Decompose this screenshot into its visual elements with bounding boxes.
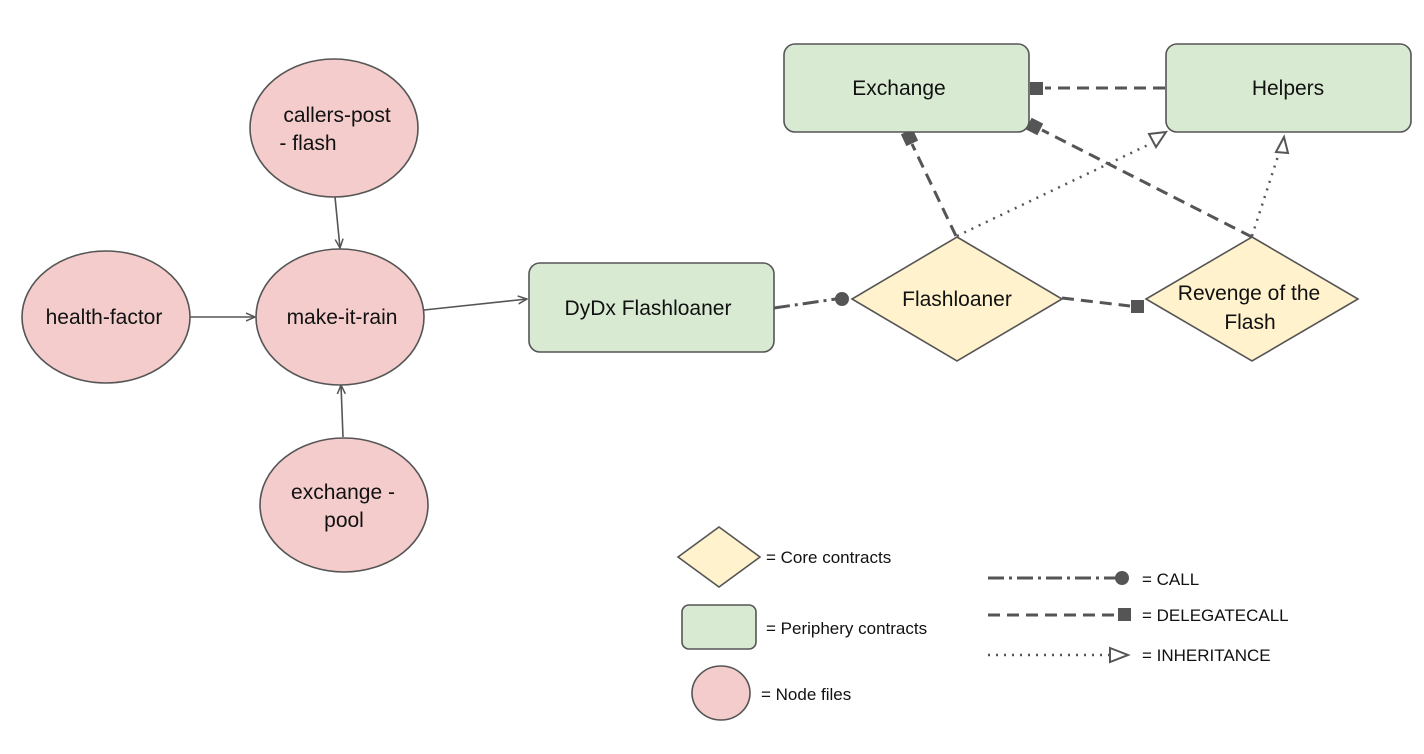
legend-inheritance-head <box>1109 646 1131 664</box>
legend-rect-swatch <box>681 604 757 650</box>
node-helpers: Helpers <box>1165 43 1412 133</box>
node-health-factor: health-factor <box>21 250 191 384</box>
node-callers-post-flash: callers-post - flash <box>249 58 419 198</box>
node-label: DyDx Flashloaner <box>565 297 732 320</box>
legend-diamond-swatch <box>676 526 762 588</box>
node-label-line2: - flash <box>279 132 336 155</box>
inheritance-edge-revenge-to-helpers <box>1250 149 1282 237</box>
call-edge-head <box>835 292 849 306</box>
legend-inheritance: = INHERITANCE <box>988 646 1271 665</box>
node-label-line1: callers-post <box>283 104 391 127</box>
legend-call-head <box>1115 571 1129 585</box>
node-label-line2: pool <box>324 509 364 532</box>
edge-exchange-pool-to-make-it-rain <box>341 385 343 438</box>
edge-callers-to-make-it-rain <box>334 196 340 248</box>
node-exchange-pool: exchange - pool <box>259 437 429 573</box>
legend-call: = CALL <box>988 570 1199 589</box>
inheritance-edge-head <box>1274 134 1290 155</box>
delegatecall-edge-head <box>1030 82 1043 95</box>
legend-periphery: = Periphery contracts <box>681 604 927 650</box>
inheritance-edge-head <box>1147 130 1169 149</box>
node-label-line1: Revenge of the <box>1178 282 1320 305</box>
legend-label: = Node files <box>761 685 851 704</box>
call-edge-dydx-to-flashloaner <box>773 297 837 310</box>
delegatecall-edge-head <box>1025 117 1044 136</box>
legend-delegatecall-head <box>1118 608 1131 621</box>
edge-make-it-rain-to-dydx <box>423 299 527 311</box>
legend-core: = Core contracts <box>676 526 891 588</box>
delegatecall-edge-flashloaner-to-revenge <box>1061 296 1131 308</box>
legend-ellipse-swatch <box>691 665 751 721</box>
delegatecall-edge-revenge-to-exchange <box>1041 128 1253 239</box>
legend-label: = Periphery contracts <box>766 619 927 638</box>
legend-delegatecall: = DELEGATECALL <box>988 606 1289 625</box>
delegatecall-edge-head <box>900 128 919 147</box>
legend-label: = CALL <box>1142 570 1199 589</box>
node-label: Flashloaner <box>902 288 1012 311</box>
legend-label: = DELEGATECALL <box>1142 606 1289 625</box>
node-make-it-rain: make-it-rain <box>255 248 425 386</box>
node-label-line2: Flash <box>1224 311 1275 334</box>
node-file-edges <box>190 196 527 438</box>
legend-label: = INHERITANCE <box>1142 646 1271 665</box>
legend-label: = Core contracts <box>766 548 891 567</box>
node-label: Helpers <box>1252 77 1324 100</box>
contract-edges <box>773 82 1290 313</box>
node-flashloaner: Flashloaner <box>850 236 1064 362</box>
node-exchange: Exchange <box>783 43 1030 133</box>
node-label: health-factor <box>46 306 163 329</box>
legend: = Core contracts = Periphery contracts =… <box>676 526 1289 721</box>
node-revenge-of-the-flash: Revenge of the Flash <box>1144 236 1360 362</box>
node-label: Exchange <box>852 77 945 100</box>
inheritance-edge-flashloaner-to-helpers <box>956 141 1153 238</box>
node-dydx-flashloaner: DyDx Flashloaner <box>528 262 775 353</box>
legend-node-files: = Node files <box>691 665 851 721</box>
delegatecall-edge-flashloaner-to-exchange <box>910 143 958 237</box>
delegatecall-edge-head <box>1131 300 1144 313</box>
node-label: make-it-rain <box>287 306 398 329</box>
node-label-line1: exchange - <box>291 481 395 504</box>
